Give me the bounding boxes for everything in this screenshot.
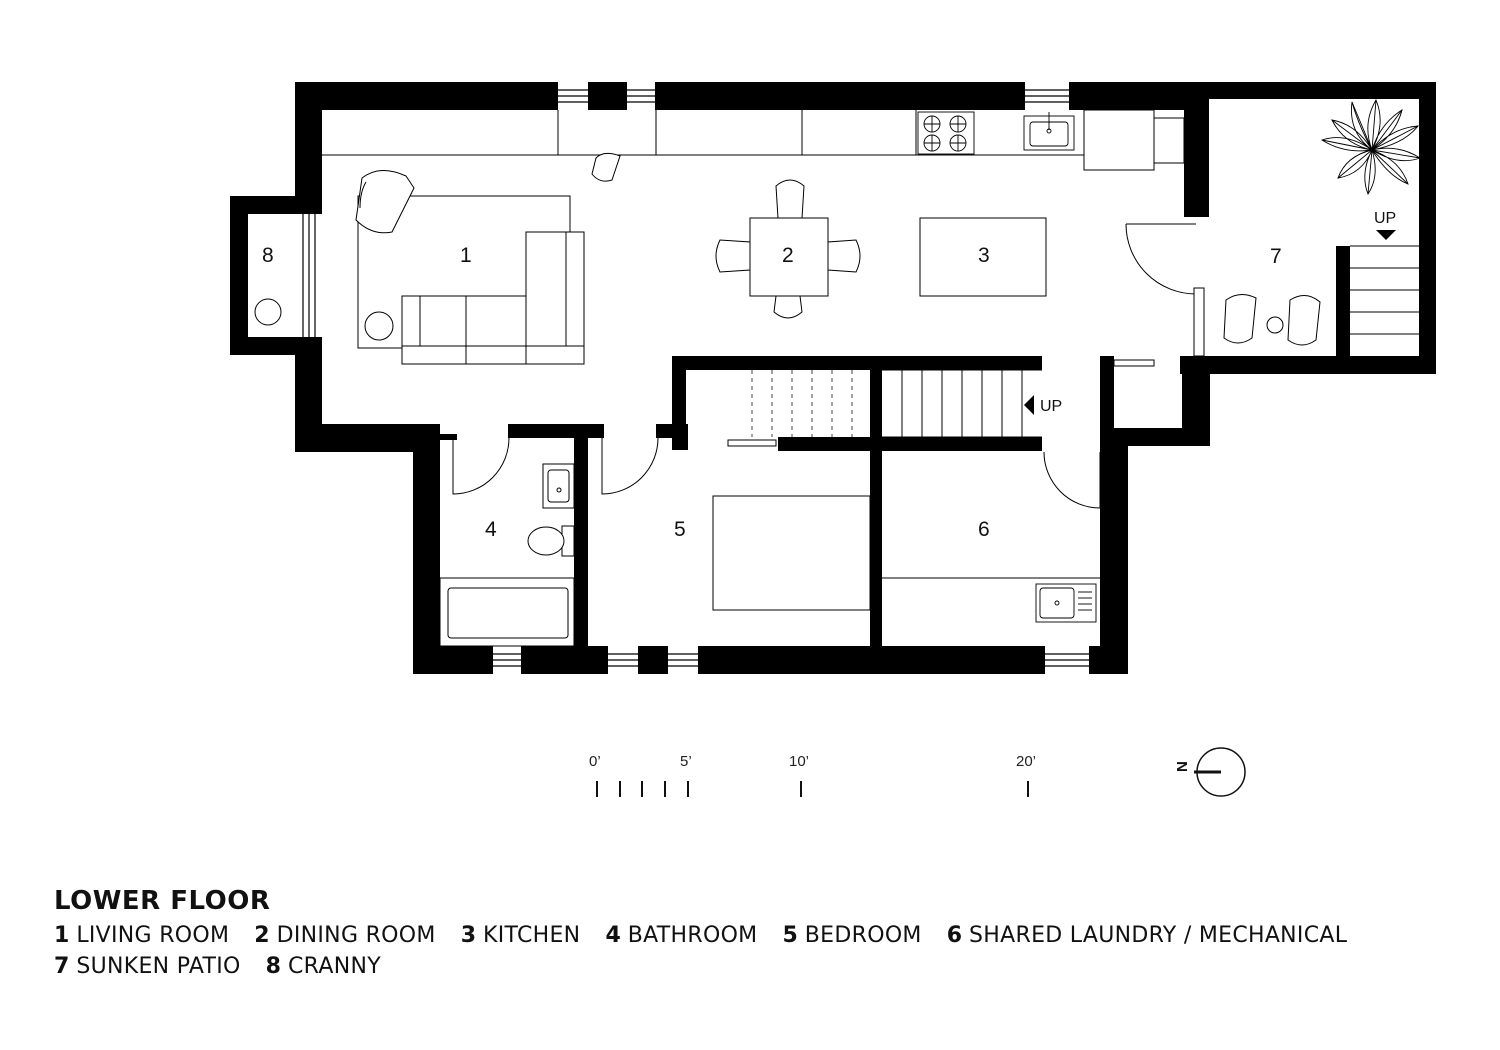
scale-label-5: 5’ (680, 753, 692, 770)
room-number-laundry: 6 (978, 518, 990, 541)
bathroom-sink-icon (542, 463, 575, 509)
window (668, 646, 698, 674)
legend-item-bathroom: 4 BATHROOM (605, 920, 757, 951)
legend-number: 3 (460, 923, 476, 948)
legend-item-dining: 2 DINING ROOM (254, 920, 435, 951)
counter-stool-icon (591, 152, 621, 182)
side-table-icon (364, 311, 394, 341)
patio-chair-icon (1223, 294, 1321, 346)
legend-row-2: 7 SUNKEN PATIO 8 CRANNY (54, 951, 1474, 982)
stairs-up (882, 369, 1042, 438)
bed-icon (712, 495, 871, 611)
plant-icon (1320, 98, 1422, 195)
legend-label: SHARED LAUNDRY / MECHANICAL (969, 923, 1348, 948)
room-number-cranny: 8 (262, 244, 274, 267)
legend-label: DINING ROOM (276, 923, 436, 948)
legend-label: LIVING ROOM (76, 923, 230, 948)
legend-number: 4 (605, 923, 621, 948)
window (627, 82, 655, 110)
legend-number: 5 (782, 923, 798, 948)
legend-number: 6 (946, 923, 963, 948)
cranny-table-icon (254, 298, 282, 326)
bathtub-icon (439, 577, 575, 647)
room-number-dining: 2 (782, 244, 794, 267)
legend-number: 8 (265, 954, 281, 979)
toilet-icon (527, 525, 575, 557)
patio-up-label: UP (1374, 210, 1396, 227)
stair-up-arrow (1024, 395, 1034, 415)
armchair-icon (355, 170, 415, 234)
legend-label: CRANNY (287, 954, 381, 979)
legend-item-patio: 7 SUNKEN PATIO (54, 951, 241, 982)
scale-bar (596, 781, 1029, 797)
legend-label: KITCHEN (483, 923, 581, 948)
doors (452, 223, 1205, 509)
room-number-living: 1 (460, 244, 472, 267)
room-number-bedroom: 5 (674, 518, 686, 541)
legend: LOWER FLOOR 1 LIVING ROOM 2 DINING ROOM … (54, 886, 1474, 982)
room-number-kitchen: 3 (978, 244, 990, 267)
patio-up-arrow (1376, 230, 1396, 240)
window (1025, 82, 1069, 110)
scale-label-20: 20’ (1016, 753, 1036, 770)
room-number-bathroom: 4 (485, 518, 497, 541)
legend-item-bedroom: 5 BEDROOM (782, 920, 921, 951)
legend-number: 7 (54, 954, 70, 979)
window (608, 646, 638, 674)
windows (295, 82, 1089, 674)
legend-item-cranny: 8 CRANNY (266, 951, 381, 982)
window (493, 646, 521, 674)
laundry-sink-icon (1035, 583, 1097, 623)
window (295, 214, 322, 337)
legend-item-living: 1 LIVING ROOM (54, 920, 229, 951)
patio-stairs (1350, 245, 1419, 335)
scale-label-10: 10’ (789, 753, 809, 770)
window (1045, 646, 1089, 674)
stove-icon (917, 111, 975, 155)
legend-label: BATHROOM (627, 923, 758, 948)
legend-label: BEDROOM (804, 923, 922, 948)
legend-item-laundry: 6 SHARED LAUNDRY / MECHANICAL (947, 920, 1348, 951)
floor-plan: 1 2 3 4 5 6 7 8 UP UP 0’ 5’ 10’ 20’ N (230, 82, 1436, 797)
legend-item-kitchen: 3 KITCHEN (461, 920, 581, 951)
kitchen-island-icon (919, 217, 1047, 297)
room-number-patio: 7 (1270, 245, 1282, 268)
kitchen-sink-icon (1023, 112, 1075, 151)
stairs-below (751, 370, 853, 437)
legend-number: 1 (54, 923, 70, 948)
window (558, 82, 588, 110)
legend-number: 2 (254, 923, 270, 948)
north-letter: N (1174, 761, 1191, 772)
kitchen-counter (322, 109, 1185, 171)
legend-row-1: 1 LIVING ROOM 2 DINING ROOM 3 KITCHEN 4 … (54, 920, 1474, 951)
patio-table-icon (1266, 316, 1284, 334)
legend-label: SUNKEN PATIO (76, 954, 241, 979)
north-arrow-icon: N (1174, 747, 1246, 797)
scale-label-0: 0’ (589, 753, 601, 770)
legend-title: LOWER FLOOR (54, 886, 271, 916)
dining-table-icon (715, 179, 861, 319)
stair-up-label: UP (1040, 398, 1062, 415)
